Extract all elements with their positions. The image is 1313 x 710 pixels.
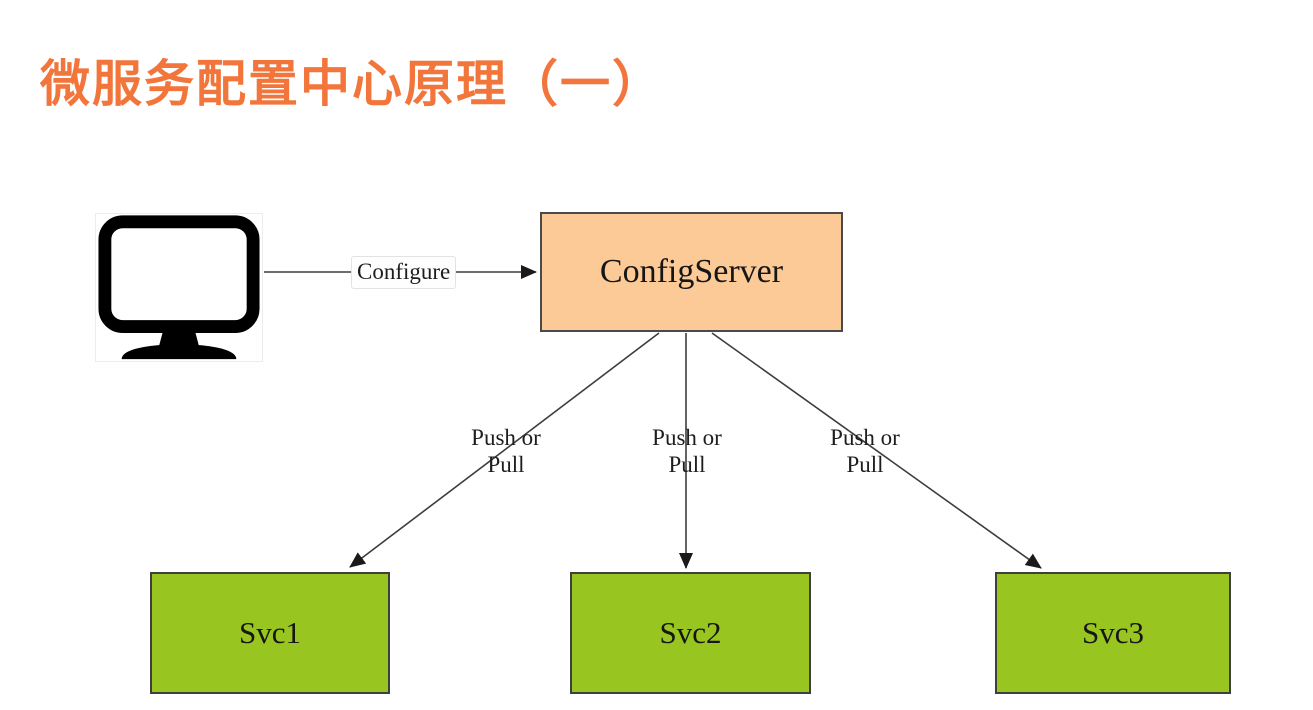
edge-label-line2: Pull: [668, 452, 706, 477]
edge-label-line2: Pull: [846, 452, 884, 477]
edge-push-pull-1-line: [349, 332, 660, 568]
config-server-node: ConfigServer: [540, 212, 843, 332]
edge-configure-label: Configure: [351, 256, 457, 289]
svc3-label: Svc3: [1082, 615, 1144, 650]
edge-push-pull-2-label: Push or Pull: [637, 424, 737, 478]
edge-label-line2: Pull: [487, 452, 525, 477]
edge-label-line1: Push or: [471, 425, 541, 450]
page-title: 微服务配置中心原理（一）: [40, 56, 664, 112]
edge-label-line1: Push or: [652, 425, 722, 450]
svc2-label: Svc2: [659, 615, 722, 650]
svc3-node: Svc3: [995, 572, 1231, 694]
svc1-node: Svc1: [150, 572, 390, 694]
edge-push-pull-1-label: Push or Pull: [456, 424, 556, 478]
svc1-label: Svc1: [239, 615, 301, 650]
edge-push-pull-3-line: [711, 332, 1042, 569]
client-node: [95, 213, 263, 362]
monitor-icon: [98, 215, 260, 360]
config-server-label: ConfigServer: [599, 253, 784, 290]
edge-label-line1: Push or: [830, 425, 900, 450]
svc2-node: Svc2: [570, 572, 811, 694]
edge-push-pull-3-label: Push or Pull: [815, 424, 915, 478]
